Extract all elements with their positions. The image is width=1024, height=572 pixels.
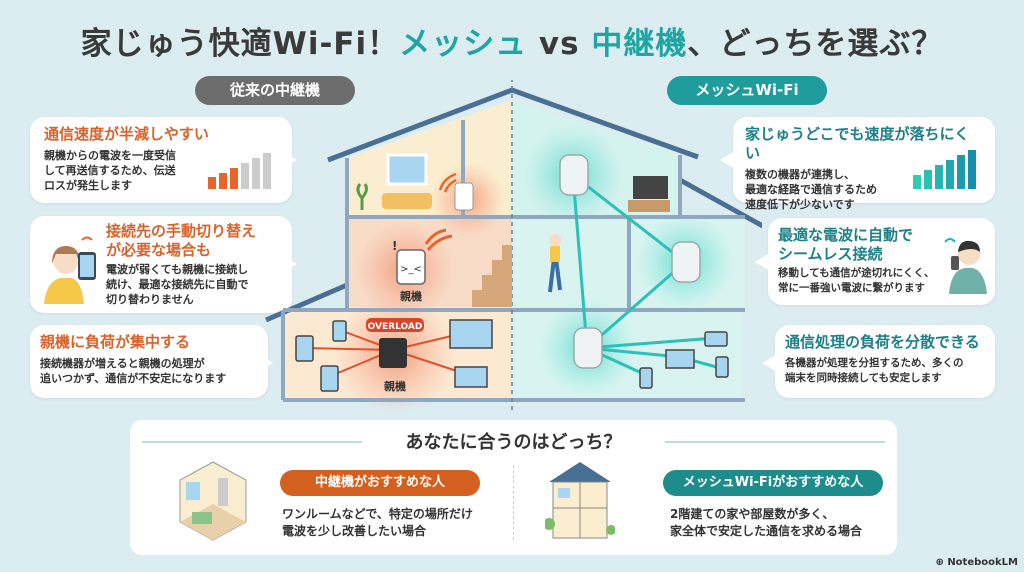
- one-room-icon: [179, 461, 247, 541]
- overload-label: OVERLOAD: [368, 322, 423, 332]
- signal-strong-icon: [913, 150, 976, 189]
- stairs: [472, 245, 512, 307]
- title-vs: vs: [527, 26, 592, 62]
- title-repeater: 中継機: [591, 26, 688, 62]
- mesh-recommendation-text: 2階建ての家や部屋数が多く、 家全体で安定した通信を求める場合: [670, 507, 863, 538]
- card-title: 家じゅうどこでも速度が落ちにくい: [745, 125, 970, 162]
- repeater-device: [454, 182, 474, 211]
- window: [386, 153, 428, 186]
- repeater-recommendation-text: ワンルームなどで、特定の場所だけ 電波を少し改善したい場合: [282, 507, 473, 538]
- repeater-card-load: 親機に負荷が集中する 接続機器が増えると親機の処理が 追いつかず、通信が不安定に…: [30, 325, 273, 398]
- recommendation-heading: あなたに合うのはどっち？: [405, 432, 622, 453]
- connected-devices: [295, 319, 493, 392]
- repeater-card-manual-switch: 接続先の手動切り替え が必要な場合も 電波が弱くても親機に接続し 続け、最適な接…: [30, 216, 297, 313]
- card-body: 移動しても通信が途切れにくく、 常に一番強い電波に繋がります: [778, 267, 935, 294]
- repeater-recommendation-tag: 中継機がおすすめな人: [280, 470, 480, 496]
- page-title: 家じゅう快適Wi-Fi！メッシュ vs 中継機、どっちを選ぶ？: [0, 18, 1024, 63]
- card-title: 接続先の手動切り替え が必要な場合も: [106, 222, 257, 259]
- card-body: 複数の機器が連携し、 最適な経路で通信するため 速度低下が少ないです: [745, 168, 877, 211]
- card-body: 各機器が処理を分担するため、多くの 端末を同時接続しても安定します: [785, 357, 964, 384]
- overloaded-router-device: [379, 338, 407, 368]
- svg-text:>_<: >_<: [400, 264, 422, 275]
- mesh-card-speed: 家じゅうどこでも速度が落ちにくい 複数の機器が連携し、 最適な経路で通信するため…: [720, 117, 995, 211]
- repeater-section-label: 従来の中継機: [195, 76, 355, 105]
- repeater-card-speed: 通信速度が半減しやすい 親機からの電波を一度受信 して再送信するため、伝送 ロス…: [30, 117, 297, 203]
- overload-badge: [366, 318, 424, 332]
- title-part2: 、どっちを選ぶ？: [687, 26, 944, 62]
- card-body: 接続機器が増えると親機の処理が 追いつかず、通信が不安定になります: [40, 357, 227, 385]
- plant-icon: [356, 183, 368, 210]
- sofa: [382, 193, 432, 209]
- two-story-house-icon: [545, 462, 615, 539]
- mesh-card-seamless: 最適な電波に自動で シームレス接続 移動しても通信が途切れにくく、 常に一番強い…: [755, 218, 995, 305]
- card-body: 電波が弱くても親機に接続し 続け、最適な接続先に自動で 切り替わりません: [106, 263, 249, 306]
- man-with-phone-icon: [944, 238, 987, 294]
- tv: [633, 176, 668, 199]
- divider-line: [665, 441, 885, 443]
- woman-with-phone-icon: [44, 236, 96, 304]
- stressed-router-device: [396, 249, 426, 285]
- house-illustration: >_< ! 親機 OVERLOAD 親機: [265, 80, 762, 412]
- mesh-card-load-balance: 通信処理の負荷を分散できる 各機器が処理を分担するため、多くの 端末を同時接続し…: [762, 325, 995, 398]
- mesh-nodes: [559, 154, 701, 369]
- title-part1: 家じゅう快適Wi-Fi！: [80, 26, 400, 62]
- notebooklm-logo: ⊕ NotebookLM: [935, 557, 1018, 568]
- mesh-section-label: メッシュWi-Fi: [667, 76, 827, 105]
- signal-weak-icon: [208, 153, 271, 189]
- router-label: 親機: [384, 379, 406, 393]
- divider: [513, 465, 514, 540]
- title-mesh: メッシュ: [399, 26, 528, 62]
- divider-line: [142, 441, 362, 443]
- mesh-connected-devices: [639, 331, 729, 389]
- card-title: 通信速度が半減しやすい: [44, 125, 209, 143]
- mesh-recommendation-tag: メッシュWi-Fiがおすすめな人: [663, 470, 883, 496]
- recommendation-panel: あなたに合うのはどっち？ 中継機がおすすめな人 ワンルームなどで、特定の場所だけ…: [130, 420, 897, 555]
- card-body: 親機からの電波を一度受信 して再送信するため、伝送 ロスが発生します: [44, 149, 176, 192]
- card-title: 通信処理の負荷を分散できる: [785, 333, 980, 351]
- svg-text:!: !: [392, 239, 397, 253]
- card-title: 最適な電波に自動で シームレス接続: [778, 226, 914, 263]
- logo-text: NotebookLM: [947, 557, 1018, 568]
- router-label: 親機: [400, 289, 422, 303]
- card-title: 親機に負荷が集中する: [40, 333, 191, 351]
